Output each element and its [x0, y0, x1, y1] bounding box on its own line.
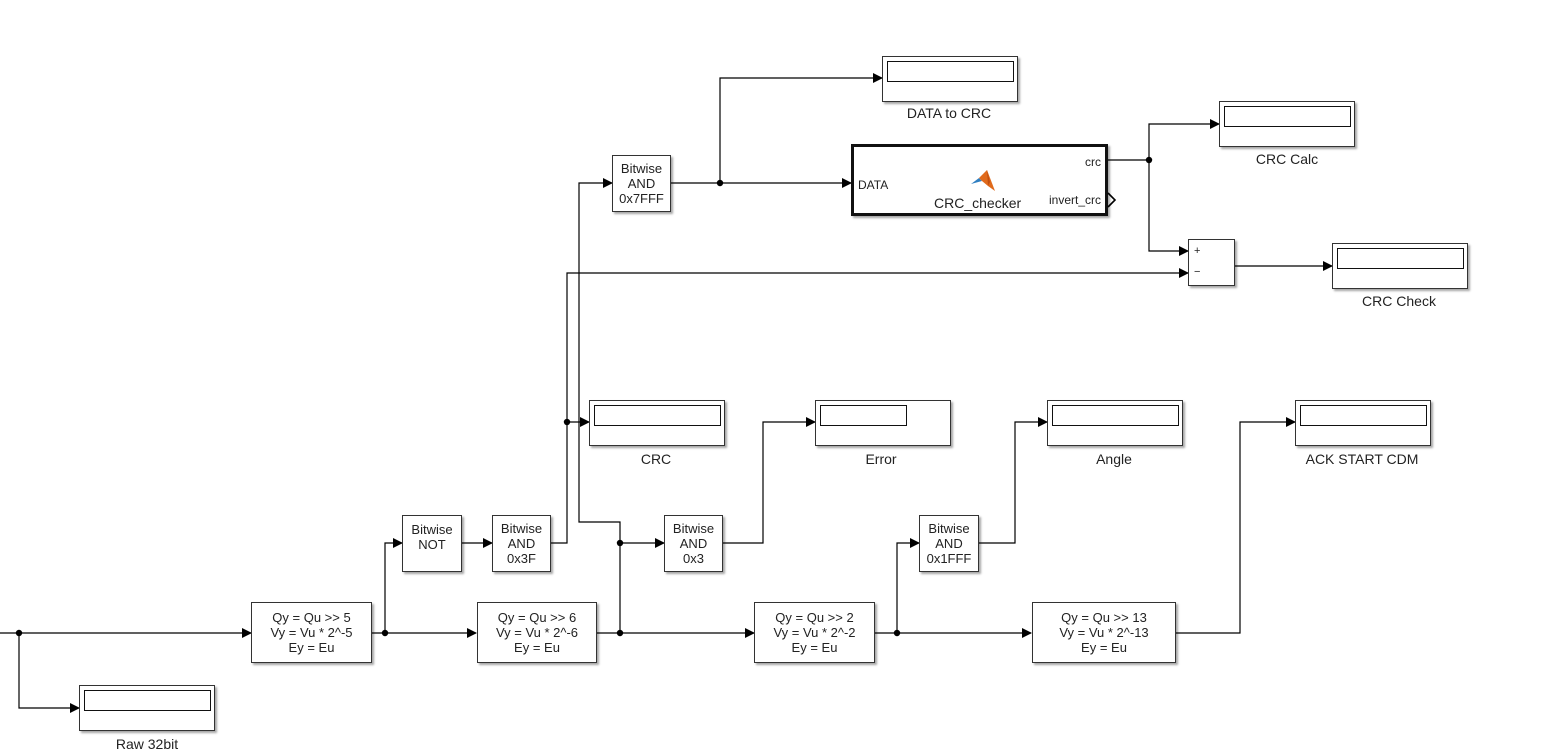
block-text: Qy = Qu >> 6: [497, 610, 577, 625]
signal-to-data-to-crc[interactable]: [719, 73, 883, 183]
bitwise-and-0x7fff-block[interactable]: Bitwise AND 0x7FFF: [612, 155, 671, 212]
display-label: ACK START CDM: [1305, 451, 1419, 467]
bitwise-and-0x1fff-block[interactable]: Bitwise AND 0x1FFF: [919, 515, 979, 572]
signal-and3f-out[interactable]: [551, 268, 1189, 544]
block-text: 0x3F: [507, 551, 536, 566]
branch-point: [1145, 156, 1153, 164]
block-text: 0x7FFF: [619, 191, 664, 206]
display-label: Angle: [1096, 451, 1132, 467]
display-crc-calc[interactable]: [1219, 101, 1355, 147]
sum-block[interactable]: + −: [1188, 239, 1235, 286]
signal-and1fff-out[interactable]: [978, 417, 1048, 544]
display-data-to-crc[interactable]: [882, 56, 1018, 102]
block-text: Vy = Vu * 2^-5: [270, 625, 353, 640]
output-port-crc: crc: [1085, 155, 1101, 169]
display-value: [1052, 405, 1179, 426]
block-text: Bitwise: [411, 522, 453, 537]
input-port-data: DATA: [858, 178, 889, 192]
output-port-arrow-icon: [1107, 192, 1117, 208]
bitwise-and-0x3f-block[interactable]: Bitwise AND 0x3F: [492, 515, 551, 572]
branch-point: [616, 629, 624, 637]
display-value: [1224, 106, 1351, 127]
block-name: CRC_checker: [934, 195, 1022, 211]
branch-point: [381, 629, 389, 637]
display-value: [1300, 405, 1427, 426]
signal-raw32[interactable]: [18, 633, 80, 713]
shift-right-5-block[interactable]: Qy = Qu >> 5 Vy = Vu * 2^-5 Ey = Eu: [251, 602, 372, 663]
block-text: AND: [935, 536, 963, 551]
block-text: NOT: [418, 537, 446, 552]
signal-to-and1fff[interactable]: [896, 538, 920, 633]
display-value: [1337, 248, 1464, 269]
signal-crc-to-sum[interactable]: [1148, 160, 1189, 256]
block-text: Ey = Eu: [791, 640, 838, 655]
display-value: [594, 405, 721, 426]
signal-crc-out[interactable]: [1107, 119, 1220, 161]
signal-shift13-out[interactable]: [1175, 417, 1296, 634]
branch-point: [893, 629, 901, 637]
output-port-invert-crc: invert_crc: [1048, 193, 1101, 207]
block-text: Bitwise: [500, 521, 543, 536]
block-text: Ey = Eu: [514, 640, 560, 655]
block-text: AND: [679, 536, 708, 551]
shift-right-6-block[interactable]: Qy = Qu >> 6 Vy = Vu * 2^-6 Ey = Eu: [477, 602, 597, 663]
sum-minus-sign: −: [1194, 266, 1201, 278]
display-crc[interactable]: [589, 400, 725, 446]
block-text: Vy = Vu * 2^-2: [773, 625, 856, 640]
display-label: Error: [865, 451, 897, 467]
signal-and3-out[interactable]: [723, 417, 816, 544]
branch-point: [616, 539, 624, 547]
display-raw-32bit[interactable]: [79, 685, 215, 731]
crc-checker-function-block[interactable]: DATA crc invert_crc CRC_checker: [851, 144, 1117, 216]
bitwise-not-block[interactable]: Bitwise NOT: [402, 515, 462, 572]
block-text: Qy = Qu >> 5: [272, 610, 351, 625]
branch-point: [15, 629, 23, 637]
block-text: Bitwise: [620, 161, 663, 176]
block-text: AND: [507, 536, 536, 551]
display-error[interactable]: [815, 400, 951, 446]
block-text: 0x3: [683, 551, 704, 566]
branch-point: [716, 179, 724, 187]
block-text: Bitwise: [928, 521, 970, 536]
block-text: 0x1FFF: [926, 551, 972, 566]
display-label: Raw 32bit: [115, 736, 179, 752]
display-label: CRC: [640, 451, 672, 467]
display-value: [84, 690, 211, 711]
block-text: Qy = Qu >> 2: [775, 610, 854, 625]
block-text: Ey = Eu: [1081, 640, 1127, 655]
sum-plus-sign: +: [1194, 245, 1201, 257]
block-text: AND: [627, 176, 656, 191]
block-text: Bitwise: [672, 521, 715, 536]
display-ack-start-cdm[interactable]: [1295, 400, 1431, 446]
shift-right-2-block[interactable]: Qy = Qu >> 2 Vy = Vu * 2^-2 Ey = Eu: [754, 602, 875, 663]
display-value: [820, 405, 907, 426]
shift-right-13-block[interactable]: Qy = Qu >> 13 Vy = Vu * 2^-13 Ey = Eu: [1032, 602, 1176, 663]
signal-shift6-branch[interactable]: [578, 178, 621, 633]
display-angle[interactable]: [1047, 400, 1183, 446]
block-text: Vy = Vu * 2^-13: [1059, 625, 1149, 640]
display-label: DATA to CRC: [906, 105, 992, 121]
display-label: CRC Calc: [1255, 151, 1319, 167]
block-text: Ey = Eu: [288, 640, 335, 655]
bitwise-and-0x3-block[interactable]: Bitwise AND 0x3: [664, 515, 723, 572]
signal-to-not[interactable]: [384, 538, 403, 633]
display-crc-check[interactable]: [1332, 243, 1468, 289]
matlab-function-icon: [971, 170, 995, 191]
block-text: Vy = Vu * 2^-6: [495, 625, 579, 640]
display-value: [887, 61, 1014, 82]
display-label: CRC Check: [1362, 293, 1436, 309]
branch-point: [563, 418, 571, 426]
block-text: Qy = Qu >> 13: [1061, 610, 1147, 625]
